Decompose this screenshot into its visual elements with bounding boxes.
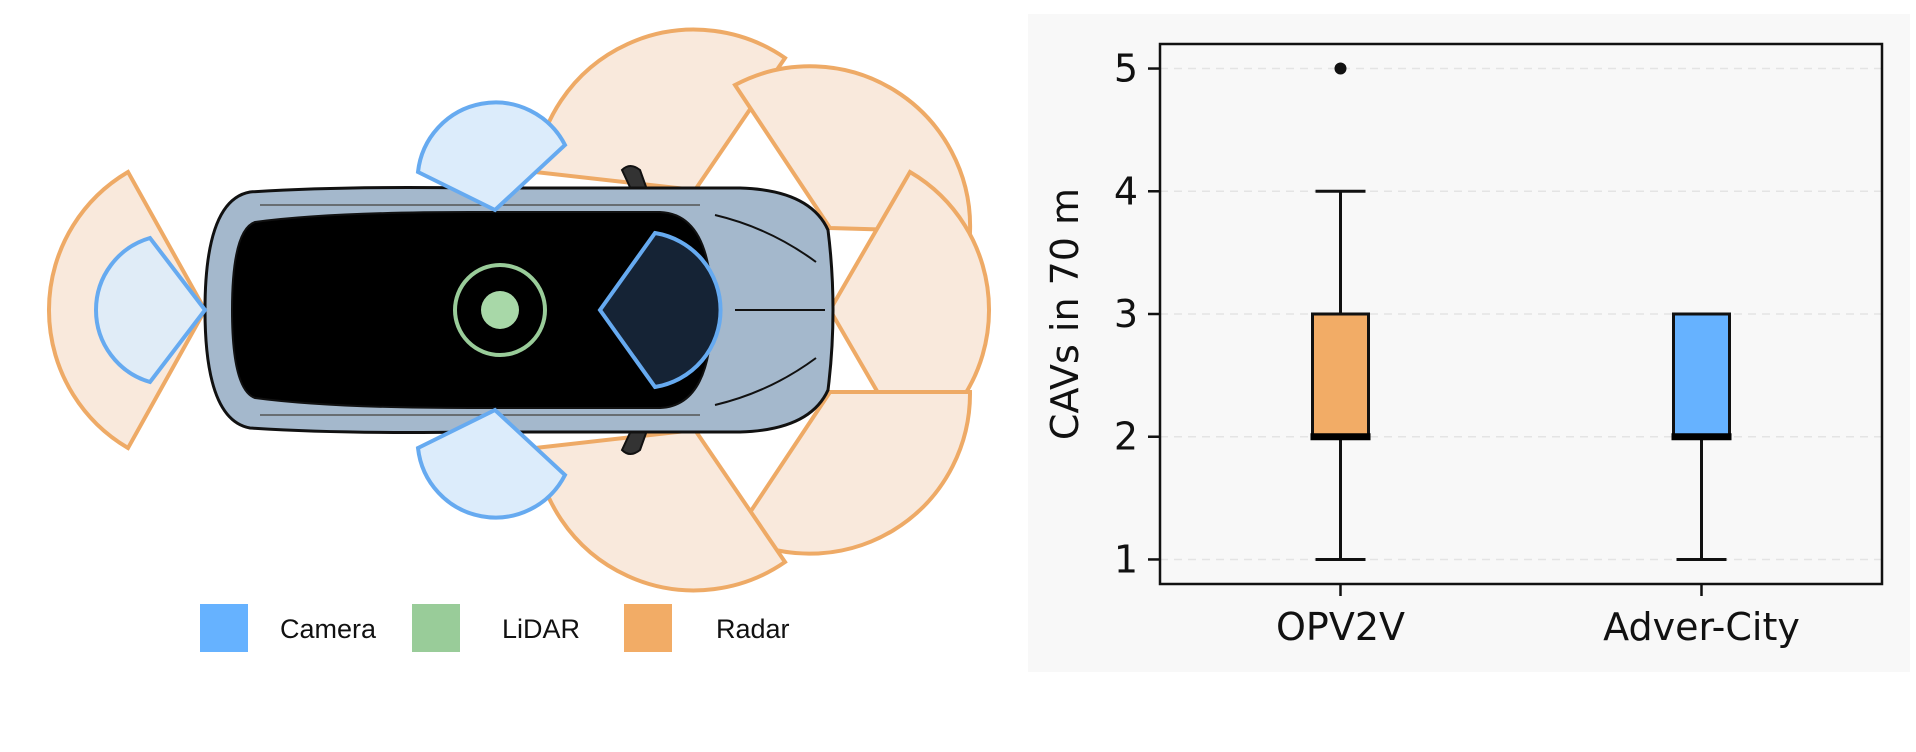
plot-frame xyxy=(1158,42,1884,586)
y-tick-label-1: 1 xyxy=(1114,537,1138,581)
lidar-unit-icon xyxy=(481,291,519,329)
camera-sector-left xyxy=(415,100,568,213)
camera-sector-right xyxy=(415,407,568,520)
y-tick-label-4: 4 xyxy=(1114,169,1138,213)
legend-swatch-lidar xyxy=(412,604,460,652)
box-adver-city xyxy=(1672,312,1731,439)
outlier-opv2v-0 xyxy=(1334,62,1347,75)
car-hood-crease-top xyxy=(714,214,817,263)
legend-label-lidar: LiDAR xyxy=(502,614,580,644)
legend-swatch-radar xyxy=(624,604,672,652)
x-tick-label-opv2v: OPV2V xyxy=(1276,605,1405,649)
car-roof-glass xyxy=(230,211,714,409)
x-tick-label-adver-city: Adver-City xyxy=(1603,605,1800,649)
radar-sector-right-front xyxy=(732,390,973,556)
legend-label-camera: Camera xyxy=(280,614,377,644)
y-tick-label-5: 5 xyxy=(1114,47,1138,91)
legend: Camera LiDAR Radar xyxy=(200,604,790,652)
sensor-coverage-diagram: Camera LiDAR Radar xyxy=(46,27,992,652)
car-hood-crease-bottom xyxy=(714,357,817,406)
camera-sector-rear xyxy=(94,235,208,385)
legend-swatch-camera xyxy=(200,604,248,652)
box-opv2v xyxy=(1311,312,1370,439)
radar-sector-left-center xyxy=(532,27,788,193)
camera-sector-front xyxy=(597,230,723,390)
y-axis-title: CAVs in 70 m xyxy=(1043,188,1087,440)
legend-label-radar: Radar xyxy=(716,614,790,644)
lidar-sensor xyxy=(453,263,547,357)
radar-coverage xyxy=(46,27,992,593)
y-tick-label-2: 2 xyxy=(1114,415,1138,459)
y-tick-label-3: 3 xyxy=(1114,292,1138,336)
camera-coverage xyxy=(94,100,723,520)
radar-sector-right-center xyxy=(532,427,788,593)
lidar-range-ring xyxy=(453,263,547,357)
